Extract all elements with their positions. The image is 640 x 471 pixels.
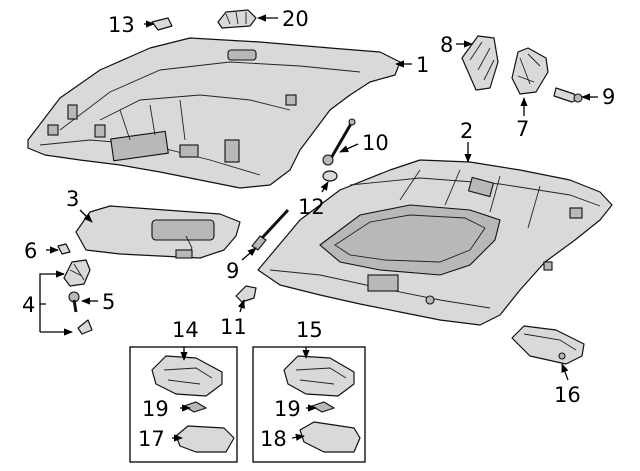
callout-11: 11 — [220, 315, 247, 339]
callout-16: 16 — [554, 383, 581, 407]
clip-11-part — [235, 285, 257, 303]
callout-12: 12 — [298, 195, 325, 219]
callout-20: 20 — [282, 7, 309, 31]
clip-13-part — [151, 17, 173, 31]
box-15 — [252, 346, 366, 463]
callout-4: 4 — [22, 293, 35, 317]
callout-9-upper: 9 — [602, 85, 615, 109]
callout-13: 13 — [108, 13, 135, 37]
dome-lamp-16-part — [511, 325, 585, 365]
callout-6: 6 — [24, 239, 37, 263]
callout-9-lower: 9 — [226, 259, 239, 283]
callout-15: 15 — [296, 318, 323, 342]
screw-5-part — [68, 291, 80, 313]
callout-3: 3 — [66, 187, 79, 211]
leader-lines — [39, 14, 598, 442]
callout-7: 7 — [516, 117, 529, 141]
callout-10: 10 — [362, 131, 389, 155]
bracket-20-part — [217, 9, 257, 29]
sun-visor-3-part — [75, 205, 241, 259]
rod-10-part — [322, 118, 356, 166]
bracket-4-part — [63, 259, 91, 287]
cover-8-part — [461, 35, 499, 91]
clip-6-part — [57, 243, 71, 255]
headliner-upper-part — [27, 37, 401, 189]
callout-5: 5 — [102, 290, 115, 314]
callout-14: 14 — [172, 318, 199, 342]
clip-12-part — [322, 170, 338, 182]
bracket-7-part — [511, 47, 549, 95]
callout-19-left: 19 — [142, 397, 169, 421]
screw-9-upper-part — [553, 87, 583, 103]
callout-8: 8 — [440, 33, 453, 57]
callout-1: 1 — [416, 53, 429, 77]
box-14 — [129, 346, 238, 463]
clip-4-small-part — [77, 319, 93, 335]
callout-2: 2 — [460, 119, 473, 143]
callout-19-right: 19 — [274, 397, 301, 421]
headliner-main-part — [257, 159, 613, 326]
callout-17: 17 — [138, 427, 165, 451]
callout-18: 18 — [260, 427, 287, 451]
